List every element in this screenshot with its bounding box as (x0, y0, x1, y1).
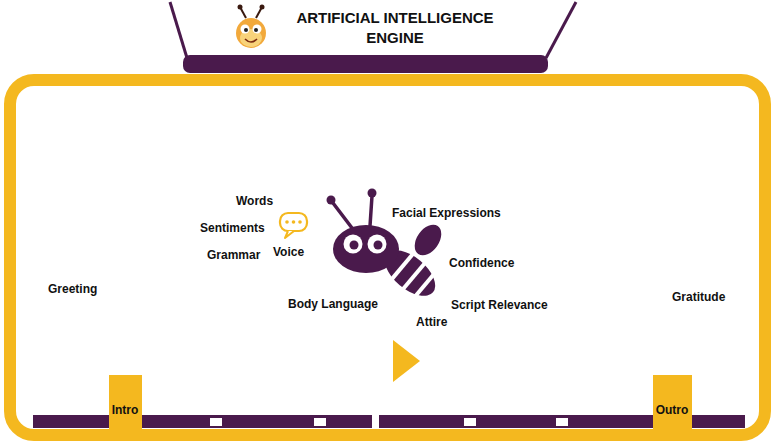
feature-label: Voice (273, 245, 304, 259)
feature-label: Facial Expressions (392, 206, 501, 220)
feature-label: Words (236, 194, 273, 208)
feature-label: Confidence (449, 256, 514, 270)
timeline-marker (556, 418, 568, 426)
timeline-marker (314, 418, 326, 426)
feature-label: Gratitude (672, 290, 725, 304)
feature-label: Script Relevance (451, 298, 548, 312)
stage-box: Intro (109, 375, 142, 430)
stage-label: Intro (112, 403, 139, 417)
play-icon (393, 340, 420, 382)
diagram-title: ARTIFICIAL INTELLIGENCE ENGINE (280, 8, 510, 48)
banner-strut (170, 2, 187, 58)
feature-label: Grammar (207, 248, 260, 262)
banner-bar (183, 55, 548, 73)
timeline-marker (210, 418, 222, 426)
frame (10, 80, 765, 435)
feature-label: Greeting (48, 282, 97, 296)
timeline-bar (33, 415, 372, 428)
feature-label: Attire (416, 315, 447, 329)
timeline-marker (464, 418, 476, 426)
feature-label: Body Language (288, 297, 378, 311)
stage-label: Outro (656, 403, 689, 417)
speech-bubble (280, 213, 307, 238)
banner-strut (546, 2, 576, 58)
feature-label: Sentiments (200, 221, 265, 235)
bee-mascot (236, 5, 266, 49)
stage-box: Outro (653, 375, 692, 430)
